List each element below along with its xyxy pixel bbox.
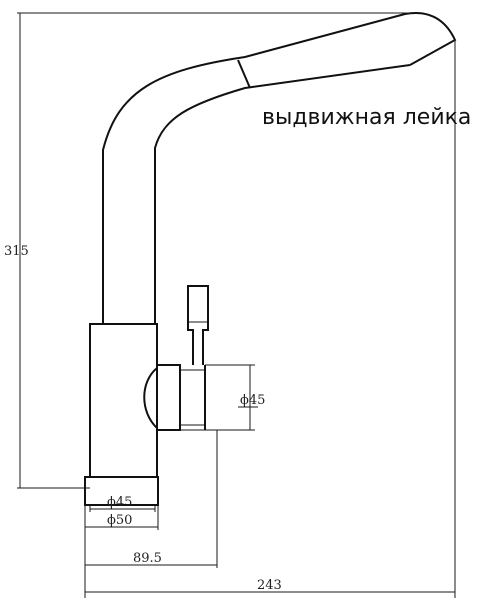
handle-housing	[157, 364, 181, 431]
spray-head-joint	[237, 59, 251, 89]
handle-offset-label: 89.5	[133, 551, 162, 566]
height-dimension-label: 315	[4, 244, 29, 259]
pull-out-spray-callout: выдвижная лейка	[262, 105, 471, 130]
total-reach-label: 243	[257, 578, 282, 593]
base-inner-diameter-label: ϕ45	[107, 495, 132, 510]
faucet-outline	[84, 12, 457, 506]
lever-handle	[187, 285, 209, 365]
dimension-lines	[17, 12, 456, 598]
spout-inner-edge	[154, 64, 411, 325]
spout-outer-edge	[102, 12, 457, 325]
handle-diameter-label: ϕ45	[240, 393, 265, 408]
handle-dome	[143, 367, 158, 429]
base-outer-diameter-label: ϕ50	[107, 513, 132, 528]
faucet-body	[89, 323, 158, 478]
